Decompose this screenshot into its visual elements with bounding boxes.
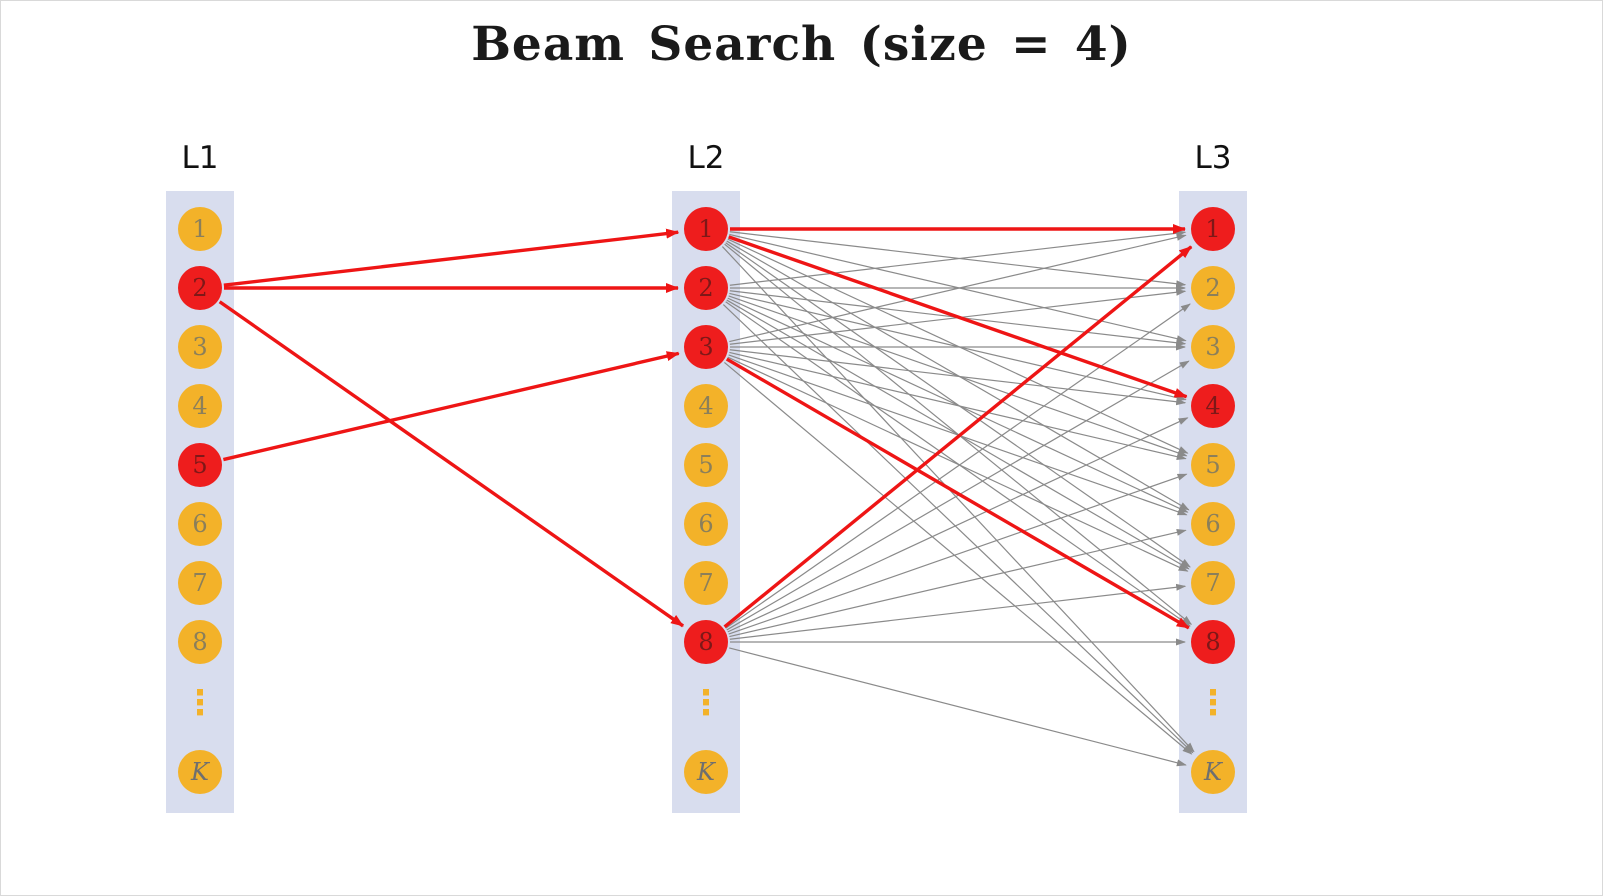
edge-L1-2-to-L2-8 <box>218 300 685 628</box>
node-label-L2-4: 4 <box>698 392 713 420</box>
node-L2-4 <box>684 384 728 428</box>
edge-L2-2-to-L3-K <box>722 304 1194 754</box>
node-label-L1-7: 7 <box>192 569 207 597</box>
edge-L1-2-to-L2-1 <box>223 228 680 287</box>
ellipsis-L1: ⋮ <box>183 683 217 723</box>
node-L2-1 <box>684 207 728 251</box>
node-label-L1-6: 6 <box>192 510 207 538</box>
node-label-L3-4: 4 <box>1205 392 1220 420</box>
diagram-title: Beam Search (size = 4) <box>471 17 1132 72</box>
node-label-L1-5: 5 <box>192 451 207 479</box>
edge-L2-8-to-L3-2 <box>725 303 1191 629</box>
node-label-L2-K: K <box>696 758 717 786</box>
node-label-L1-K: K <box>190 758 211 786</box>
node-L2-6 <box>684 502 728 546</box>
node-label-L1-2: 2 <box>192 274 207 302</box>
node-L1-K <box>178 750 222 794</box>
node-L2-8 <box>684 620 728 664</box>
node-L1-7 <box>178 561 222 605</box>
edge-L2-8-to-L3-3 <box>726 360 1190 631</box>
node-L3-7 <box>1191 561 1235 605</box>
edge-L2-8-to-L3-1 <box>723 245 1193 629</box>
node-label-L2-2: 2 <box>698 274 713 302</box>
node-L2-K <box>684 750 728 794</box>
node-L3-4 <box>1191 384 1235 428</box>
node-label-L1-3: 3 <box>192 333 207 361</box>
node-L3-8 <box>1191 620 1235 664</box>
edge-L2-8-to-L3-6 <box>729 528 1187 638</box>
node-L3-6 <box>1191 502 1235 546</box>
node-label-L2-6: 6 <box>698 510 713 538</box>
node-label-L3-1: 1 <box>1205 215 1220 243</box>
node-label-L3-K: K <box>1203 758 1224 786</box>
node-label-L3-6: 6 <box>1205 510 1220 538</box>
node-label-L2-5: 5 <box>698 451 713 479</box>
node-L2-3 <box>684 325 728 369</box>
edge-L2-8-to-L3-7 <box>729 583 1187 640</box>
node-label-L3-3: 3 <box>1205 333 1220 361</box>
edge-L2-3-to-L3-1 <box>729 233 1187 343</box>
edge-L2-8-to-L3-K <box>729 647 1187 767</box>
node-label-L3-7: 7 <box>1205 569 1220 597</box>
edge-L2-8-to-L3-5 <box>728 473 1188 635</box>
node-label-L3-2: 2 <box>1205 274 1220 302</box>
edge-L2-3-to-L3-K <box>724 361 1193 755</box>
edge-L2-3-to-L3-8 <box>725 357 1190 630</box>
node-label-L2-3: 3 <box>698 333 713 361</box>
node-L3-1 <box>1191 207 1235 251</box>
node-L3-5 <box>1191 443 1235 487</box>
column-label-L1: L1 <box>182 140 219 176</box>
ellipsis-L2: ⋮ <box>689 683 723 723</box>
node-L1-6 <box>178 502 222 546</box>
edge-L2-2-to-L3-1 <box>729 229 1187 286</box>
edge-L1-5-to-L2-3 <box>222 351 680 462</box>
node-L1-5 <box>178 443 222 487</box>
node-label-L1-1: 1 <box>192 215 207 243</box>
node-L2-2 <box>684 266 728 310</box>
node-label-L3-5: 5 <box>1205 451 1220 479</box>
edge-L2-1-to-L3-4 <box>728 235 1188 399</box>
node-L1-2 <box>178 266 222 310</box>
node-L3-3 <box>1191 325 1235 369</box>
node-L3-2 <box>1191 266 1235 310</box>
node-L2-5 <box>684 443 728 487</box>
node-L1-4 <box>178 384 222 428</box>
edge-L2-3-to-L3-4 <box>729 349 1187 406</box>
node-L3-K <box>1191 750 1235 794</box>
node-L1-3 <box>178 325 222 369</box>
edge-L2-8-to-L3-4 <box>727 417 1189 633</box>
edge-L2-3-to-L3-6 <box>728 354 1188 516</box>
node-label-L1-8: 8 <box>192 628 207 656</box>
node-label-L2-7: 7 <box>698 569 713 597</box>
edge-L2-3-to-L3-5 <box>729 351 1187 461</box>
ellipsis-L3: ⋮ <box>1196 683 1230 723</box>
edge-L2-1-to-L3-K <box>721 246 1195 753</box>
node-L1-1 <box>178 207 222 251</box>
node-label-L3-8: 8 <box>1205 628 1220 656</box>
node-label-L1-4: 4 <box>192 392 207 420</box>
node-L2-7 <box>684 561 728 605</box>
node-L1-8 <box>178 620 222 664</box>
node-label-L2-1: 1 <box>698 215 713 243</box>
edge-L2-3-to-L3-7 <box>727 356 1189 572</box>
column-label-L2: L2 <box>688 140 725 176</box>
node-label-L2-8: 8 <box>698 628 713 656</box>
column-label-L3: L3 <box>1195 140 1232 176</box>
